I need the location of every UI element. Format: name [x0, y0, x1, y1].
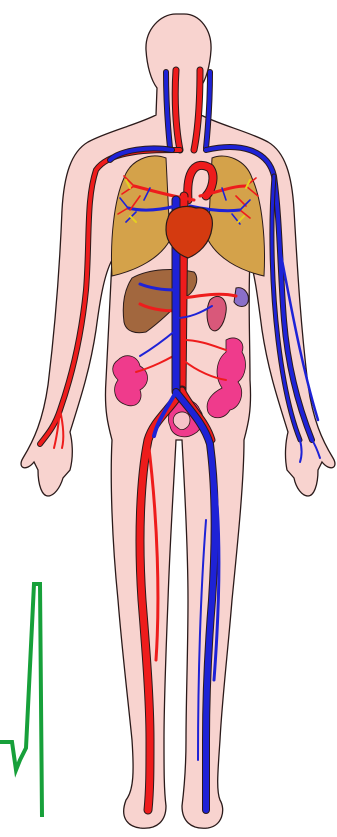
- ecg-trace: [0, 584, 42, 817]
